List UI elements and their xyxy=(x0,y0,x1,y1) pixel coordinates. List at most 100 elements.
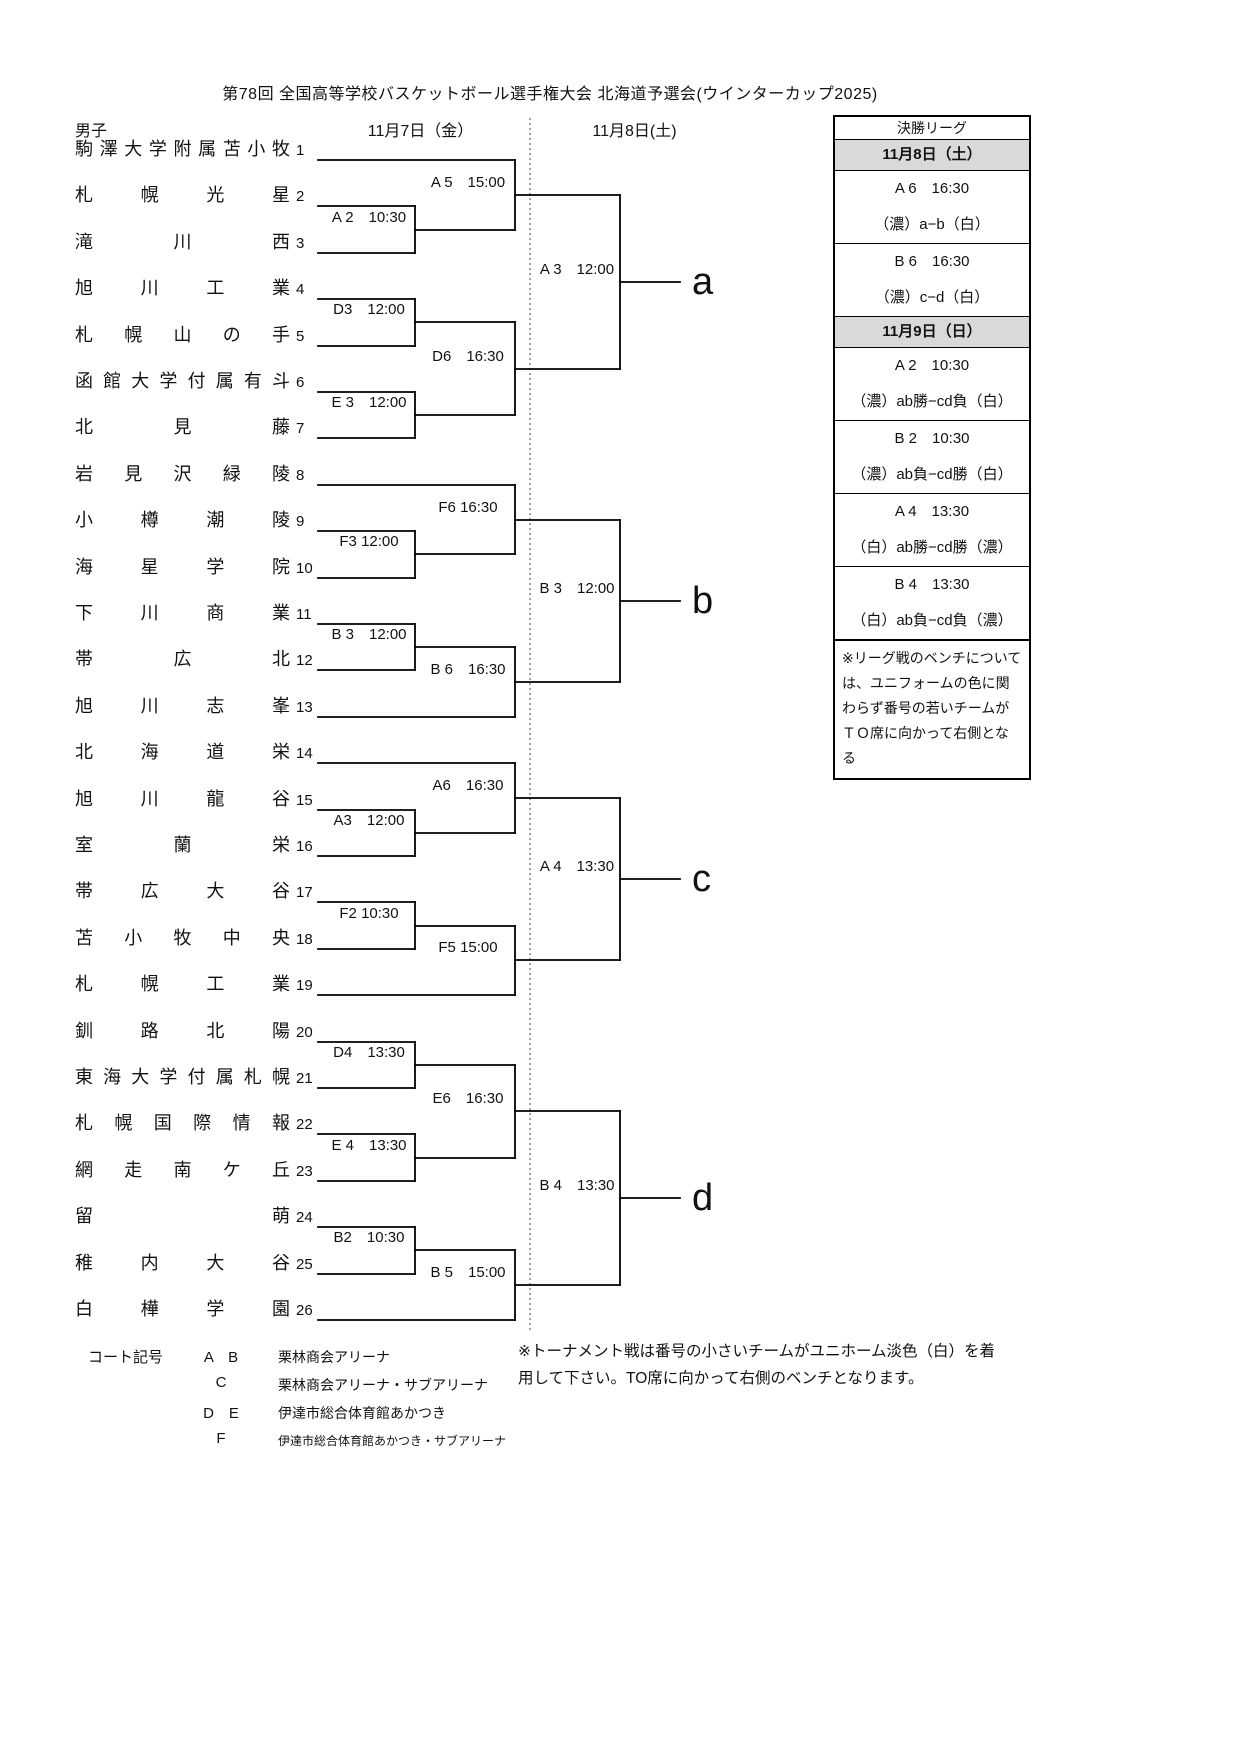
game-pairing: （濃）c−d（白） xyxy=(874,289,990,306)
team-name: 東海大学付属札幌 xyxy=(75,1067,290,1087)
team-seed: 12 xyxy=(296,652,313,669)
team-name: 北海道栄 xyxy=(75,742,290,762)
league-game: A 6 16:30 （濃）a−b（白） xyxy=(835,171,1029,244)
match-label-a2: A 2 10:30 xyxy=(331,209,407,226)
group-label-c: c xyxy=(692,858,711,900)
team-name: 駒澤大学附属苫小牧 xyxy=(75,139,290,159)
group-label-d: d xyxy=(692,1177,714,1219)
team-name: 稚内大谷 xyxy=(75,1253,290,1273)
team-seed: 5 xyxy=(296,328,305,345)
team-seed: 14 xyxy=(296,745,313,762)
match-label-d6: D6 16:30 xyxy=(432,348,504,365)
team-seed: 24 xyxy=(296,1209,313,1226)
group-label-b: b xyxy=(692,580,714,622)
team-name: 札幌光星 xyxy=(75,185,290,205)
court-codes: D E xyxy=(203,1405,239,1422)
court-venue: 伊達市総合体育館あかつき・サブアリーナ xyxy=(278,1434,507,1448)
team-name: 室蘭栄 xyxy=(75,835,290,855)
team-row: 帯広北 12 xyxy=(75,649,322,670)
team-row: 釧路北陽 20 xyxy=(75,1021,322,1042)
team-seed: 16 xyxy=(296,838,313,855)
team-name: 小樽潮陵 xyxy=(75,510,290,530)
team-name: 苫小牧中央 xyxy=(75,928,290,948)
team-row: 旭川龍谷 15 xyxy=(75,789,322,810)
match-label-b6: B 6 16:30 xyxy=(430,661,506,678)
match-label-a6: A6 16:30 xyxy=(432,777,504,794)
court-venue: 栗林商会アリーナ xyxy=(278,1349,390,1365)
team-seed: 7 xyxy=(296,420,305,437)
team-name: 釧路北陽 xyxy=(75,1021,290,1041)
game-pairing: （濃）ab負−cd勝（白） xyxy=(851,466,1013,483)
court-legend-title: コート記号 xyxy=(88,1349,164,1366)
team-row: 北海道栄 14 xyxy=(75,742,322,763)
game-code-time: B 4 13:30 xyxy=(894,576,970,593)
team-name: 網走南ケ丘 xyxy=(75,1160,290,1180)
team-name: 旭川龍谷 xyxy=(75,789,290,809)
final-league-panel: 決勝リーグ 11月8日（土） A 6 16:30 （濃）a−b（白） B 6 1… xyxy=(833,115,1031,780)
game-code-time: A 2 10:30 xyxy=(894,357,970,374)
team-row: 札幌工業 19 xyxy=(75,974,322,995)
team-row: 駒澤大学附属苫小牧 1 xyxy=(75,139,322,160)
team-row: 札幌山の手 5 xyxy=(75,325,322,346)
team-name: 帯広北 xyxy=(75,649,290,669)
team-row: 室蘭栄 16 xyxy=(75,835,322,856)
team-seed: 10 xyxy=(296,560,313,577)
team-seed: 1 xyxy=(296,142,305,159)
court-venue: 伊達市総合体育館あかつき xyxy=(278,1405,446,1421)
game-code-time: A 4 13:30 xyxy=(894,503,970,520)
league-game: B 4 13:30 （白）ab負−cd負（濃） xyxy=(835,567,1029,639)
team-name: 札幌山の手 xyxy=(75,325,290,345)
match-label-f6: F6 16:30 xyxy=(438,499,498,516)
team-row: 海星学院 10 xyxy=(75,557,322,578)
team-seed: 19 xyxy=(296,977,313,994)
match-label-e6: E6 16:30 xyxy=(432,1090,504,1107)
day2-header: 11月8日(土) xyxy=(592,123,677,140)
court-venue: 栗林商会アリーナ・サブアリーナ xyxy=(278,1377,488,1393)
match-label-e4: E 4 13:30 xyxy=(331,1137,407,1154)
gender-label: 男子 xyxy=(75,123,108,140)
team-name: 留萌 xyxy=(75,1206,290,1226)
match-label-a3-day2: A 3 12:00 xyxy=(539,261,615,278)
team-seed: 9 xyxy=(296,513,305,530)
final-league-date-nov9: 11月9日（日） xyxy=(835,317,1029,348)
game-code-time: B 6 16:30 xyxy=(894,253,970,270)
team-seed: 17 xyxy=(296,884,313,901)
match-label-f5: F5 15:00 xyxy=(438,939,498,956)
match-label-b3-day2: B 3 12:00 xyxy=(539,580,615,597)
court-codes: F xyxy=(216,1430,226,1447)
team-name: 海星学院 xyxy=(75,557,290,577)
game-pairing: （濃）ab勝−cd負（白） xyxy=(851,393,1013,410)
team-seed: 4 xyxy=(296,281,305,298)
team-name: 帯広大谷 xyxy=(75,881,290,901)
game-pairing: （白）ab負−cd負（濃） xyxy=(851,612,1013,629)
team-name: 札幌国際情報 xyxy=(75,1113,290,1133)
match-label-b3: B 3 12:00 xyxy=(331,626,407,643)
team-name: 旭川志峯 xyxy=(75,696,290,716)
team-seed: 25 xyxy=(296,1256,313,1273)
team-name: 札幌工業 xyxy=(75,974,290,994)
team-name: 函館大学付属有斗 xyxy=(75,371,290,391)
day1-header: 11月7日（金） xyxy=(367,123,474,140)
game-pairing: （白）ab勝−cd勝（濃） xyxy=(851,539,1013,556)
team-row: 留萌 24 xyxy=(75,1206,322,1227)
team-row: 小樽潮陵 9 xyxy=(75,510,322,531)
match-label-b5: B 5 15:00 xyxy=(430,1264,506,1281)
court-codes: C xyxy=(215,1374,227,1391)
team-seed: 15 xyxy=(296,792,313,809)
league-game: A 2 10:30 （濃）ab勝−cd負（白） xyxy=(835,348,1029,421)
team-seed: 11 xyxy=(296,606,312,623)
team-seed: 13 xyxy=(296,699,313,716)
league-game: B 6 16:30 （濃）c−d（白） xyxy=(835,244,1029,317)
team-seed: 20 xyxy=(296,1024,313,1041)
